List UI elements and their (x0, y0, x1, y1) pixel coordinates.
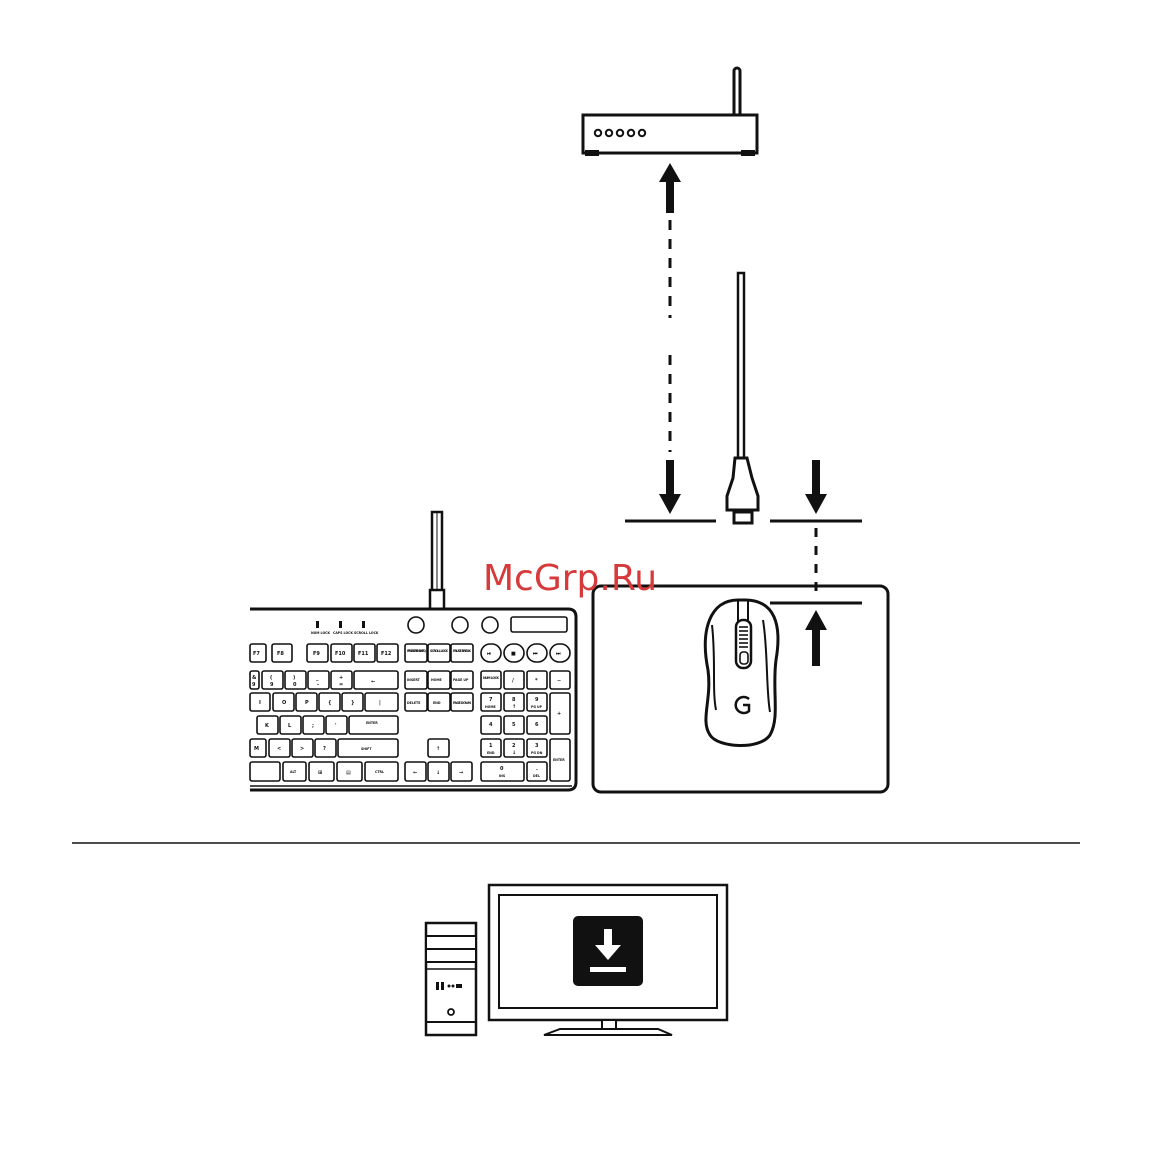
key-semicolon: ; (312, 723, 314, 729)
key-f11: F11 (358, 651, 369, 657)
key-num-9: 9 (535, 697, 539, 703)
down-arrow-icon (805, 460, 827, 514)
key-num-4: 4 (489, 722, 493, 728)
key-ampersand: & (252, 675, 257, 681)
key-num-3-sub: PG DN (531, 751, 543, 755)
key-minus-sub: - (317, 682, 319, 688)
key-greater-than: > (300, 746, 304, 752)
down-arrow-icon (659, 460, 681, 514)
key-prev: ⏮ (533, 651, 538, 657)
pc-tower-icon (424, 921, 478, 1037)
key-stop: ■ (511, 651, 516, 657)
key-open-brace: { (328, 700, 332, 706)
key-num-8-sub: ↑ (512, 704, 516, 710)
key-arrow-up: ↑ (436, 746, 440, 752)
key-less-than: < (277, 746, 281, 752)
indicator-num-lock: NUM LOCK (311, 631, 331, 635)
key-num-3: 3 (535, 743, 539, 749)
key-num-8: 8 (512, 697, 516, 703)
key-home: HOME (431, 678, 442, 682)
key-ctrl: CTRL (375, 770, 384, 774)
key-num-multiply: * (535, 678, 538, 684)
key-insert: INSERT (407, 678, 421, 682)
key-f9: F9 (313, 651, 320, 657)
key-minus: _ (316, 675, 319, 681)
key-0-sub: 0 (293, 682, 297, 688)
key-pipe: | (379, 700, 381, 706)
key-num-9-sub: PG UP (531, 705, 543, 709)
key-m: M (254, 746, 259, 752)
key-num-7: 7 (489, 697, 493, 703)
key-arrow-right: → (459, 770, 463, 776)
key-num-2: 2 (512, 743, 516, 749)
key-num-5: 5 (512, 722, 516, 728)
key-pause-break: PAUSE BREAK (453, 649, 472, 653)
download-icon (573, 916, 643, 986)
key-0: ) (293, 675, 295, 681)
watermark: McGrp.Ru (483, 558, 657, 599)
key-num-6: 6 (535, 722, 539, 728)
up-arrow-icon (659, 163, 681, 213)
key-enter: ENTER (366, 721, 378, 725)
logitech-g-logo-icon (734, 695, 751, 715)
key-l: L (288, 723, 292, 729)
key-f12: F12 (381, 651, 392, 657)
mousepad (591, 584, 890, 794)
key-quote: ' (335, 723, 337, 729)
indicator-scroll-lock: SCROLL LOCK (354, 631, 379, 635)
key-9-sub: 9 (270, 682, 274, 688)
key-num-minus: − (557, 678, 561, 684)
key-backspace: ← (371, 679, 375, 685)
monitor-icon (487, 883, 729, 1036)
key-num-dot-sub: DEL (533, 774, 540, 778)
key-num-0: 0 (500, 766, 504, 772)
key-equals-sub: = (339, 682, 343, 688)
key-page-down: PAGE DOWN (453, 701, 471, 705)
key-i: I (259, 700, 261, 706)
key-shift: SHIFT (361, 747, 372, 751)
key-f10: F10 (335, 651, 346, 657)
key-menu: ▤ (346, 770, 351, 776)
key-print-screen: PRINT SCREEN SYSRQ (407, 649, 426, 653)
key-p: P (305, 700, 309, 706)
key-arrow-down: ↓ (436, 770, 440, 776)
key-equals: + (339, 675, 343, 681)
usb-cable-icon (725, 271, 760, 525)
key-num-0-sub: INS (499, 774, 506, 778)
key-num-1-sub: END (487, 751, 495, 755)
indicator-caps-lock: CAPS LOCK (333, 631, 354, 635)
key-alt: ALT (290, 770, 297, 774)
key-f7: F7 (253, 651, 260, 657)
key-page-up: PAGE UP (453, 678, 469, 682)
key-f8: F8 (277, 651, 284, 657)
key-num-lock: NUM LOCK (483, 676, 500, 680)
key-ampersand-sub: 9 (252, 682, 256, 688)
key-arrow-left: ← (413, 770, 417, 776)
keyboard: NUM LOCK CAPS LOCK SCROLL LOCK F7 F8 F9 … (249, 510, 578, 792)
key-k: K (265, 723, 270, 729)
key-o: O (282, 700, 286, 706)
key-end: END (433, 701, 441, 705)
up-arrow-icon (805, 610, 827, 666)
key-num-1: 1 (489, 743, 493, 749)
key-close-brace: } (351, 700, 355, 706)
key-num-7-sub: HOME (485, 705, 496, 709)
key-windows: ⊞ (318, 770, 322, 776)
key-num-plus: + (557, 711, 561, 717)
router-icon (581, 66, 759, 156)
key-9: ( (270, 675, 272, 681)
key-play-pause: ⏯ (487, 651, 491, 657)
key-num-dot: . (536, 766, 538, 772)
mouse-icon (703, 598, 780, 747)
key-question: ? (323, 746, 326, 752)
key-next: ⏭ (556, 651, 561, 657)
key-num-2-sub: ↓ (512, 750, 516, 756)
key-num-enter: ENTER (553, 758, 565, 762)
key-num-divide: / (512, 678, 514, 684)
key-delete: DELETE (407, 701, 420, 705)
key-scroll-lock: SCROLL LOCK (430, 649, 449, 653)
